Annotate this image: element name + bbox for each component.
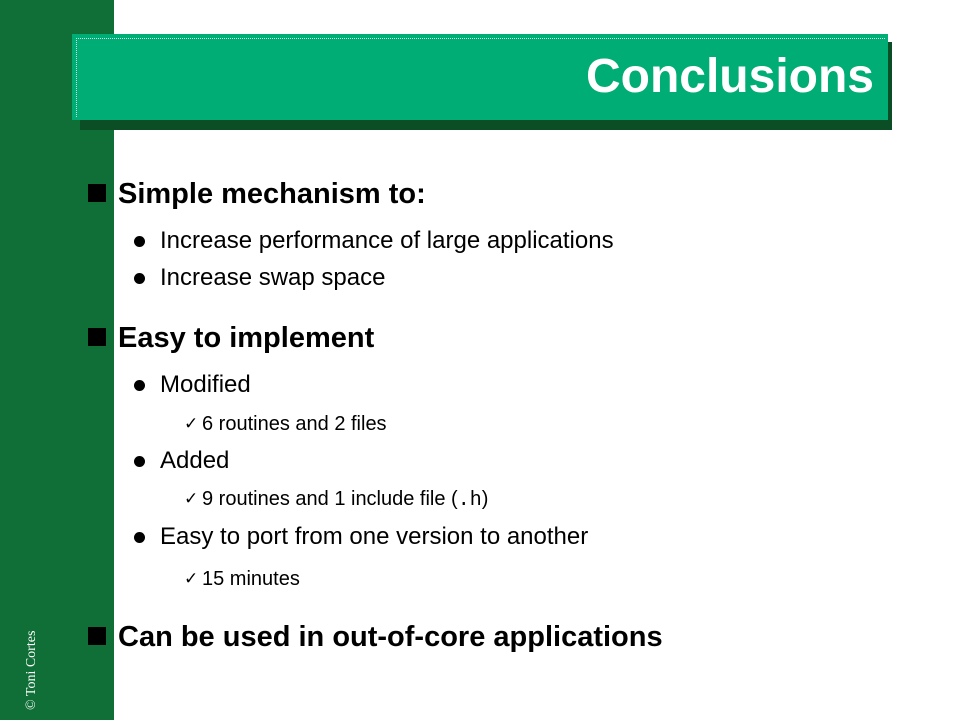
square-bullet-icon (88, 184, 106, 202)
round-bullet-icon (134, 532, 145, 543)
round-bullet-icon (134, 273, 145, 284)
bullet-simple-mechanism: Simple mechanism to: (118, 178, 426, 210)
subbullet-easy-to-port: Easy to port from one version to another (160, 523, 589, 550)
square-bullet-icon (88, 627, 106, 645)
check-item-routines-files: 6 routines and 2 files (202, 413, 387, 435)
round-bullet-icon (134, 380, 145, 391)
round-bullet-icon (134, 236, 145, 247)
file-extension-code: .h (457, 489, 482, 512)
check-item-include-file-close: ) (481, 488, 489, 510)
check-item-include-file-text: 9 routines and 1 include file ( (202, 488, 458, 510)
subbullet-increase-performance: Increase performance of large applicatio… (160, 227, 614, 254)
copyright-notice: © Toni Cortes (24, 630, 39, 710)
check-item-include-file: 9 routines and 1 include file (.h) (202, 487, 488, 513)
checkmark-icon: ✓ (184, 414, 199, 434)
check-item-fifteen-minutes: 15 minutes (202, 568, 300, 590)
title-banner: Conclusions (72, 34, 888, 120)
bullet-easy-to-implement: Easy to implement (118, 322, 375, 354)
subbullet-added: Added (160, 447, 230, 474)
subbullet-increase-swap: Increase swap space (160, 264, 386, 291)
slide-title: Conclusions (585, 50, 874, 103)
bullet-out-of-core: Can be used in out-of-core applications (118, 621, 663, 653)
checkmark-icon: ✓ (184, 569, 199, 589)
subbullet-modified: Modified (160, 371, 251, 398)
square-bullet-icon (88, 328, 106, 346)
checkmark-icon: ✓ (184, 489, 199, 509)
round-bullet-icon (134, 456, 145, 467)
